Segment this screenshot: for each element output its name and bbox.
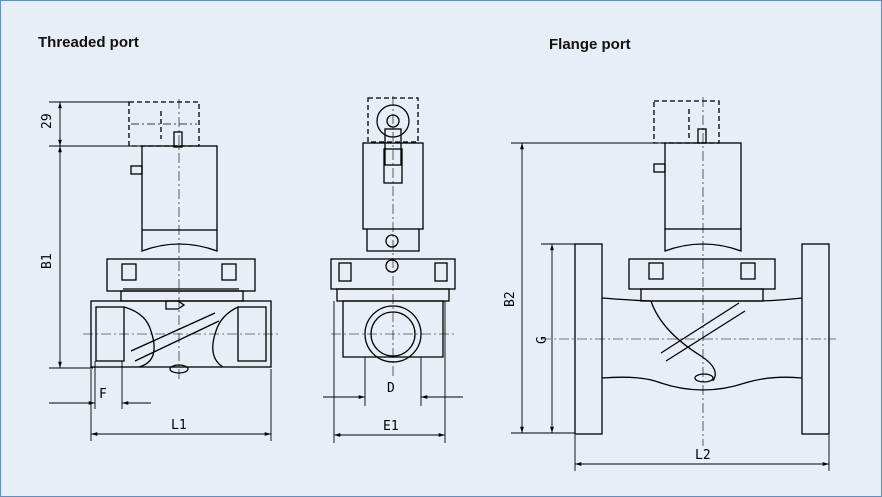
- side-dimension-lines: [323, 301, 463, 443]
- flange-port-heading: Flange port: [549, 36, 631, 53]
- dim-label-l2: L2: [695, 448, 711, 463]
- dim-label-b1: B1: [40, 253, 55, 269]
- side-valve-view: [330, 96, 456, 379]
- flange-valve-view: [541, 97, 836, 446]
- threaded-port-heading: Threaded port: [38, 34, 139, 51]
- dim-label-d: D: [387, 381, 395, 396]
- threaded-valve-view: [83, 99, 279, 381]
- dim-label-e1: E1: [383, 419, 399, 434]
- dim-label-b2: B2: [503, 291, 518, 307]
- dim-label-g: G: [535, 336, 550, 344]
- dim-label-l1: L1: [171, 418, 187, 433]
- threaded-dimension-lines: [49, 101, 272, 441]
- dim-label-f: F: [99, 387, 107, 402]
- flange-dimension-lines: [511, 142, 830, 471]
- dim-label-29: 29: [40, 113, 55, 129]
